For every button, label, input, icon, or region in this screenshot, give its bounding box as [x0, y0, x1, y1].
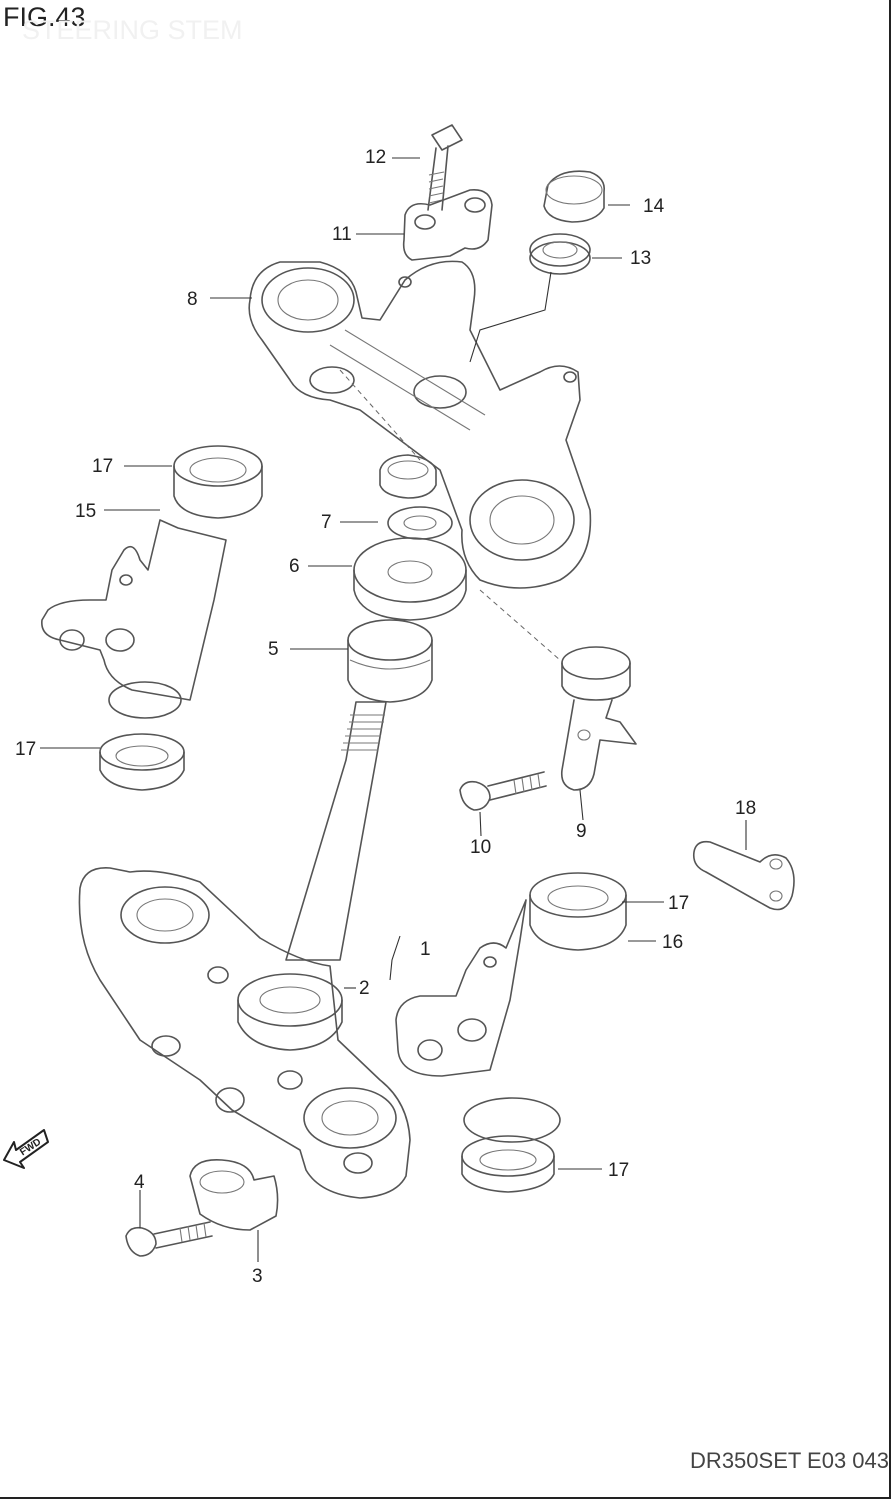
callout-17c: 17 — [668, 893, 689, 914]
callout-7: 7 — [321, 512, 332, 533]
figure-subtitle: STEERING STEM — [22, 15, 243, 45]
part-8-upper-bracket — [248, 260, 592, 589]
callout-15: 15 — [75, 501, 96, 522]
callout-2: 2 — [359, 978, 370, 999]
callout-10: 10 — [470, 837, 491, 858]
part-11-handlebar-holder — [402, 188, 493, 261]
callout-16: 16 — [662, 932, 683, 953]
callout-18: 18 — [735, 798, 756, 819]
callout-17d: 17 — [608, 1160, 629, 1181]
part-14-nut — [543, 170, 606, 223]
callout-9: 9 — [576, 821, 587, 842]
assembly-axis-line — [339, 369, 561, 661]
part-3-clamp — [189, 1159, 279, 1231]
part-16-lamp-bracket-right — [395, 872, 627, 1193]
part-9-bracket — [560, 646, 637, 791]
part-1-steering-stem — [78, 701, 411, 1199]
callout-8: 8 — [187, 289, 198, 310]
callout-17a: 17 — [92, 456, 113, 477]
footer-code: DR350SET E03 043 — [690, 1448, 889, 1473]
callout-11: 11 — [332, 224, 352, 245]
callout-17b: 17 — [15, 739, 36, 760]
part-12-bolt — [427, 124, 463, 211]
part-15-lamp-bracket-left — [41, 445, 263, 791]
callout-4: 4 — [134, 1172, 145, 1193]
callout-13: 13 — [630, 248, 651, 269]
callout-6: 6 — [289, 556, 300, 577]
part-6-bearing-race — [353, 537, 467, 621]
callout-3: 3 — [252, 1266, 263, 1287]
forward-arrow-icon: FWD — [3, 1129, 49, 1169]
part-13-washer — [529, 233, 591, 275]
part-4-bolt — [125, 1221, 213, 1257]
callout-5: 5 — [268, 639, 279, 660]
leader-lines — [40, 157, 747, 1262]
part-18-stopper — [692, 840, 795, 911]
callout-labels: 12 11 14 13 8 17 15 17 7 6 5 9 10 18 17 … — [15, 147, 756, 1287]
figure-title: FIG.43 — [3, 2, 86, 32]
callout-14: 14 — [643, 196, 665, 217]
part-10-bolt — [459, 771, 547, 811]
part-5-bearing — [347, 619, 433, 703]
callout-12: 12 — [365, 147, 386, 168]
part-2-dust-seal — [237, 973, 343, 1051]
callout-1: 1 — [420, 939, 431, 960]
part-7-nut — [379, 454, 453, 540]
